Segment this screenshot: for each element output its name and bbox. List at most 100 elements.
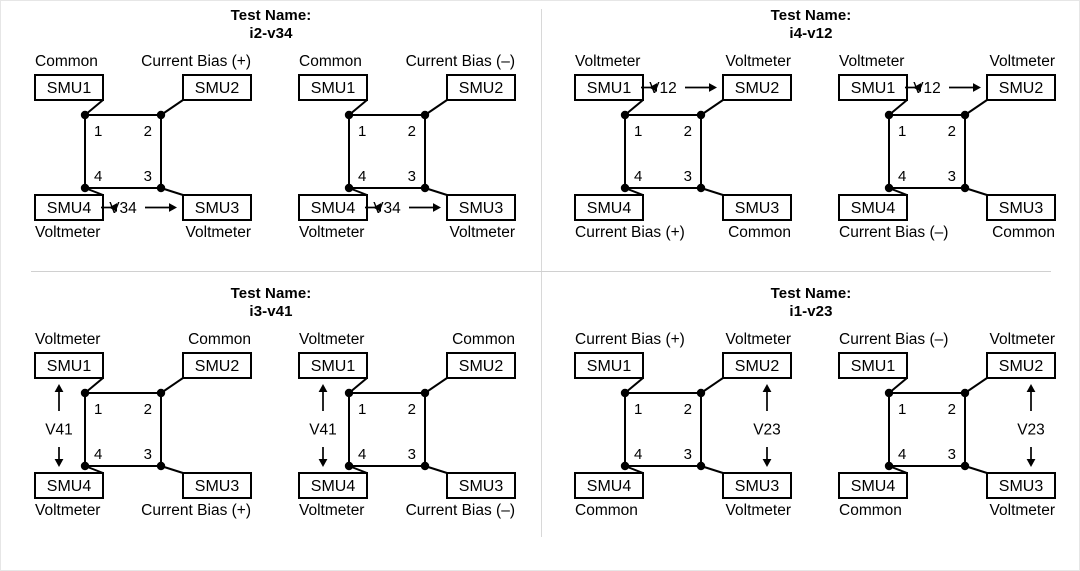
role-label-smu2: Current Bias (–)	[406, 53, 515, 70]
role-label-smu3: Voltmeter	[990, 502, 1055, 519]
lead-wire-2	[424, 377, 448, 394]
measurement-label: V23	[1017, 422, 1045, 439]
smu-box-label-smu2: SMU2	[999, 358, 1044, 375]
contact-dot-4	[344, 461, 354, 471]
smu-box-label-smu1: SMU1	[311, 358, 356, 375]
quadrant-title: Test Name: i1-v23	[541, 285, 1079, 321]
role-label-smu2: Voltmeter	[990, 53, 1055, 70]
measurement-label: V23	[753, 422, 781, 439]
smu-box-smu1: SMU1	[574, 74, 644, 101]
smu-box-smu2: SMU2	[986, 74, 1056, 101]
smu-box-label-smu3: SMU3	[459, 478, 504, 495]
measurement-label: V41	[45, 422, 73, 439]
contact-dot-3	[420, 183, 430, 193]
smu-box-label-smu4: SMU4	[311, 200, 356, 217]
contact-dot-4	[344, 183, 354, 193]
smu-box-label-smu2: SMU2	[195, 80, 240, 97]
contact-dot-1	[620, 388, 630, 398]
smu-box-label-smu3: SMU3	[459, 200, 504, 217]
contact-dot-2	[960, 110, 970, 120]
smu-box-smu2: SMU2	[722, 352, 792, 379]
contact-dot-2	[420, 110, 430, 120]
node-number-smu1: 1	[634, 123, 642, 140]
smu-box-label-smu1: SMU1	[587, 80, 632, 97]
measurement-label: V34	[373, 200, 401, 217]
smu-box-label-smu3: SMU3	[195, 478, 240, 495]
role-label-smu4: Voltmeter	[299, 224, 364, 241]
smu-box-smu2: SMU2	[722, 74, 792, 101]
lead-wire-2	[424, 99, 448, 116]
role-label-smu1: Voltmeter	[575, 53, 640, 70]
node-number-smu3: 3	[408, 446, 416, 463]
sample-square	[888, 114, 966, 189]
smu-box-smu1: SMU1	[298, 352, 368, 379]
test-name-label: Test Name:	[230, 7, 312, 24]
smu-box-label-smu1: SMU1	[851, 358, 896, 375]
node-number-smu1: 1	[94, 123, 102, 140]
node-number-smu4: 4	[94, 168, 102, 185]
smu-box-label-smu2: SMU2	[195, 358, 240, 375]
smu-box-smu2: SMU2	[182, 352, 252, 379]
measurement-label: V12	[649, 80, 677, 97]
node-number-smu1: 1	[898, 123, 906, 140]
smu-box-smu4: SMU4	[574, 472, 644, 499]
smu-box-smu4: SMU4	[574, 194, 644, 221]
node-number-smu1: 1	[358, 401, 366, 418]
smu-box-smu1: SMU1	[298, 74, 368, 101]
node-number-smu1: 1	[898, 401, 906, 418]
node-number-smu2: 2	[948, 123, 956, 140]
smu-box-smu4: SMU4	[298, 472, 368, 499]
node-number-smu3: 3	[408, 168, 416, 185]
contact-dot-1	[344, 388, 354, 398]
measurement-annotation-v34: V34	[101, 200, 177, 217]
contact-dot-2	[696, 388, 706, 398]
node-number-smu2: 2	[684, 401, 692, 418]
test-name-label: Test Name:	[230, 285, 312, 302]
node-number-smu4: 4	[898, 446, 906, 463]
measurement-annotation-v41: V41	[309, 384, 337, 467]
role-label-smu4: Voltmeter	[35, 224, 100, 241]
role-label-smu3: Voltmeter	[450, 224, 515, 241]
measurement-annotation-v34: V34	[365, 200, 441, 217]
smu-box-label-smu1: SMU1	[311, 80, 356, 97]
smu-box-smu4: SMU4	[34, 194, 104, 221]
smu-box-label-smu4: SMU4	[851, 200, 896, 217]
smu-box-label-smu4: SMU4	[851, 478, 896, 495]
contact-dot-2	[420, 388, 430, 398]
node-number-smu1: 1	[634, 401, 642, 418]
smu-box-label-smu2: SMU2	[735, 80, 780, 97]
vertical-divider	[541, 9, 542, 537]
role-label-smu1: Voltmeter	[299, 331, 364, 348]
smu-box-label-smu4: SMU4	[587, 478, 632, 495]
smu-box-label-smu1: SMU1	[47, 358, 92, 375]
role-label-smu3: Current Bias (+)	[141, 502, 251, 519]
horizontal-divider	[31, 271, 1051, 272]
sample-square	[624, 392, 702, 467]
node-number-smu2: 2	[144, 401, 152, 418]
test-name-value: i2-v34	[249, 25, 293, 42]
sample-square	[84, 114, 162, 189]
contact-dot-4	[80, 461, 90, 471]
contact-dot-2	[960, 388, 970, 398]
lead-wire-2	[700, 377, 724, 394]
smu-box-smu1: SMU1	[34, 74, 104, 101]
contact-dot-4	[620, 183, 630, 193]
smu-box-smu2: SMU2	[986, 352, 1056, 379]
contact-dot-3	[696, 461, 706, 471]
node-number-smu4: 4	[634, 168, 642, 185]
node-number-smu2: 2	[948, 401, 956, 418]
quadrant-title: Test Name: i4-v12	[541, 7, 1079, 43]
contact-dot-4	[884, 183, 894, 193]
